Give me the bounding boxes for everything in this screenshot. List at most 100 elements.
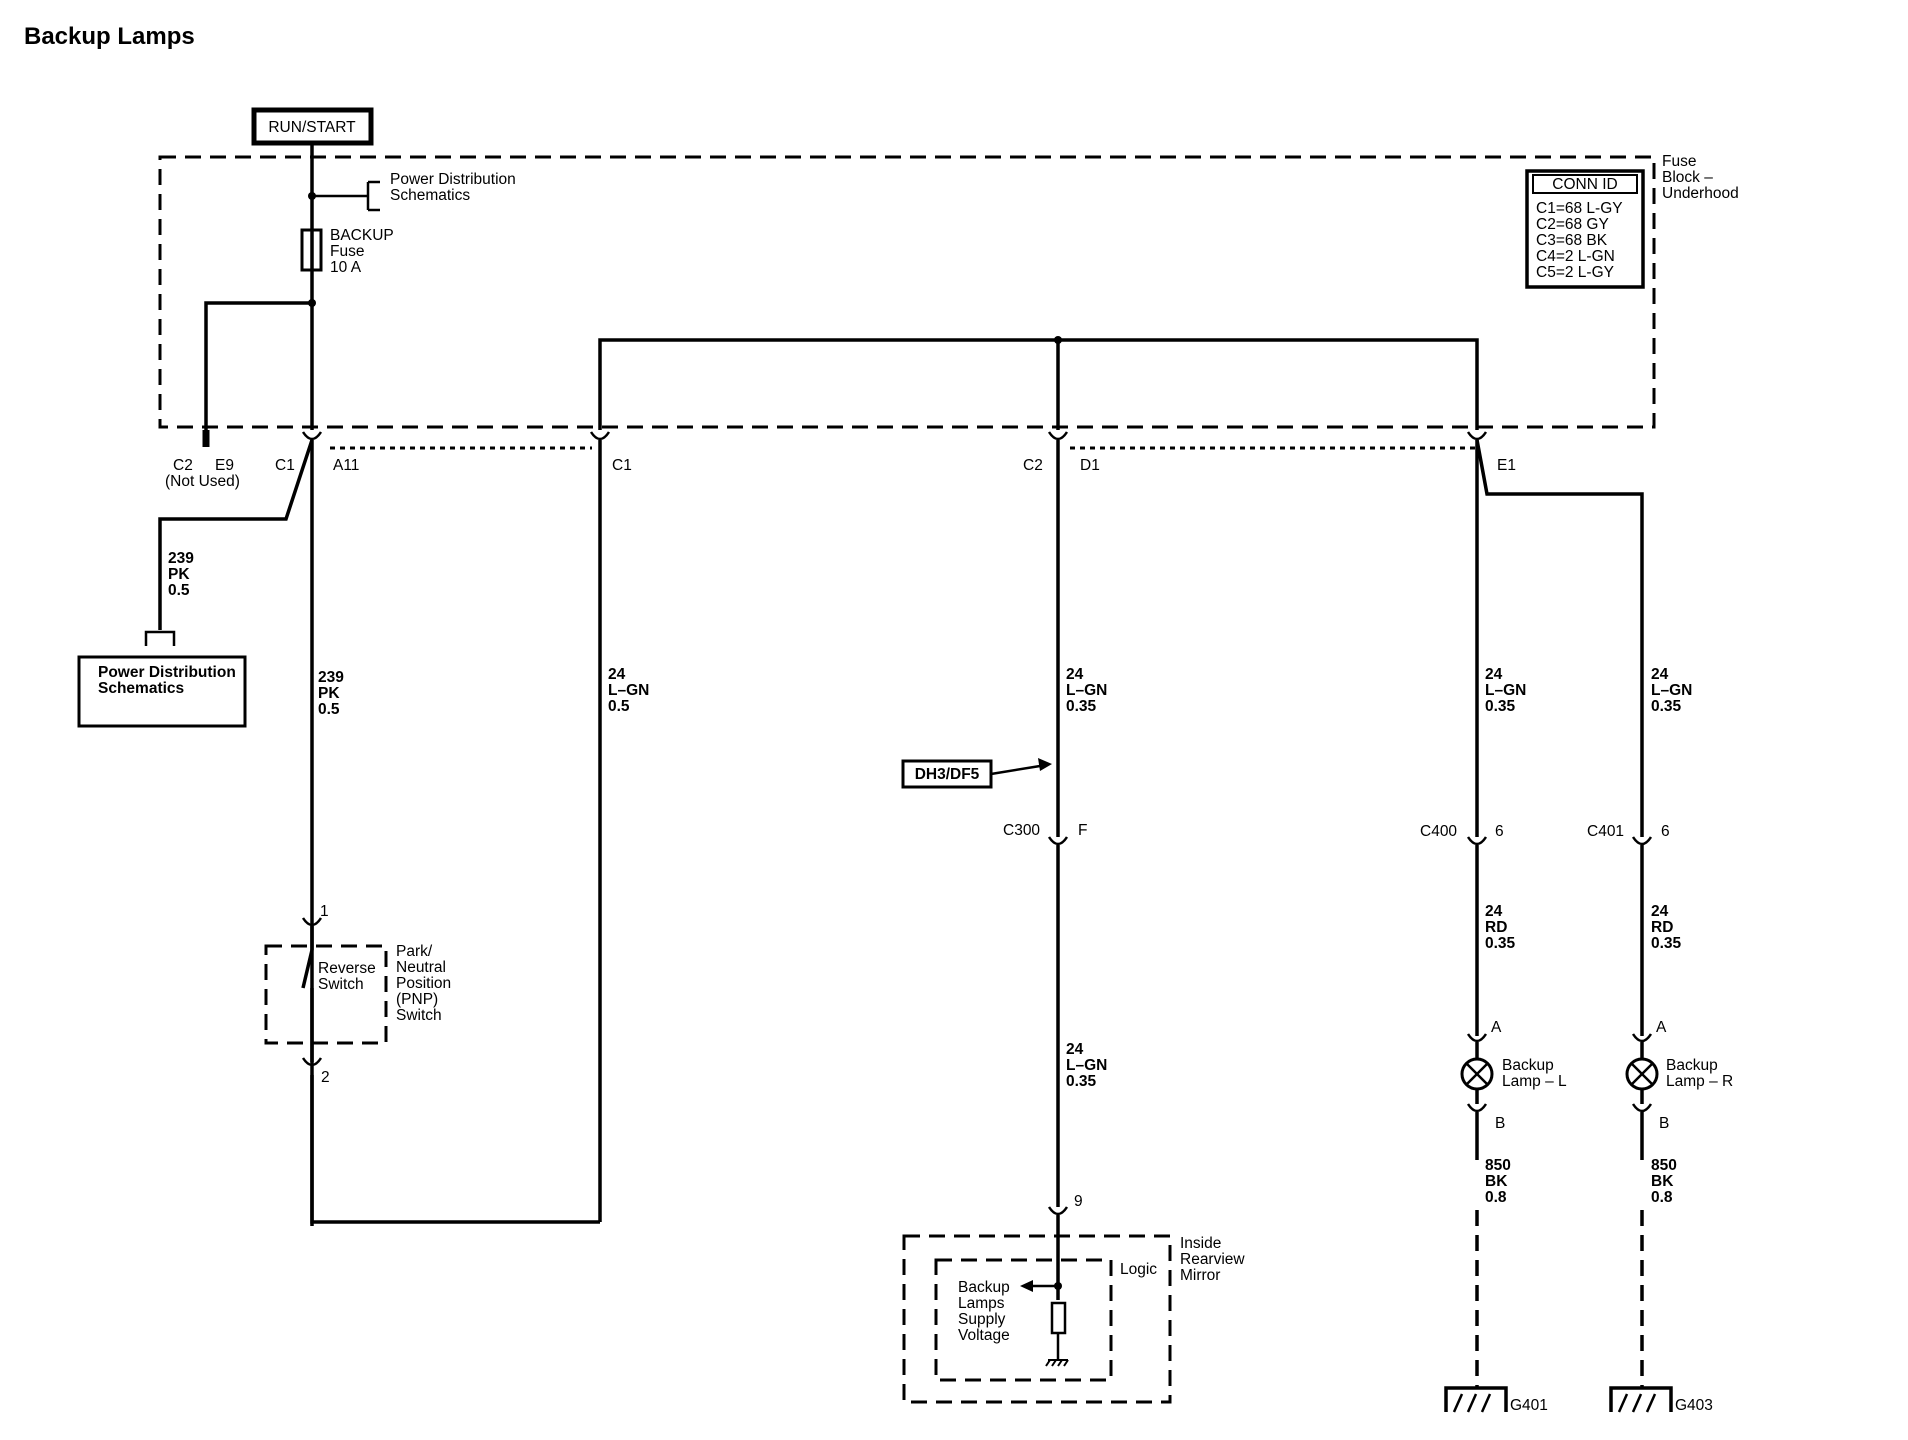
svg-text:0.8: 0.8: [1485, 1189, 1507, 1206]
svg-text:24: 24: [1651, 903, 1669, 920]
svg-text:Lamps: Lamps: [958, 1295, 1005, 1312]
svg-text:Backup: Backup: [1502, 1057, 1554, 1074]
svg-text:C300: C300: [1003, 822, 1040, 839]
svg-text:BK: BK: [1651, 1173, 1674, 1190]
option-tag: DH3/DF5: [901, 758, 1052, 789]
backup-fuse: [300, 228, 323, 430]
svg-text:Position: Position: [396, 975, 451, 992]
fuse-block-label: Fuse Block – Underhood: [1662, 153, 1739, 202]
svg-text:(Not Used): (Not Used): [165, 473, 240, 490]
wire-24-mirror-label: 24 L–GN 0.35: [1066, 1041, 1107, 1090]
svg-text:L–GN: L–GN: [1651, 682, 1692, 699]
c1-right-label: C1: [612, 457, 632, 474]
svg-text:E1: E1: [1497, 457, 1516, 474]
svg-text:L–GN: L–GN: [1066, 682, 1107, 699]
c400-connector: C400 6: [1420, 823, 1504, 1036]
wire-24-rd-r-label: 24 RD 0.35: [1651, 903, 1682, 952]
svg-text:6: 6: [1661, 823, 1670, 840]
svg-text:0.5: 0.5: [318, 701, 340, 718]
fuse-block-outline: [158, 155, 1656, 429]
svg-text:RD: RD: [1651, 919, 1673, 936]
pnp-pin-1: 1: [320, 903, 329, 920]
svg-text:A11: A11: [333, 457, 359, 474]
svg-text:RD: RD: [1485, 919, 1507, 936]
svg-text:Fuse: Fuse: [330, 243, 364, 260]
svg-text:6: 6: [1495, 823, 1504, 840]
svg-text:Mirror: Mirror: [1180, 1267, 1220, 1284]
e1-connector: E1: [1466, 431, 1644, 837]
inside-rearview-mirror: 9 Logic Backup Lamps Supply Voltage: [902, 1193, 1172, 1404]
inside-rearview-mirror-label: Inside Rearview Mirror: [1180, 1235, 1245, 1284]
svg-text:Lamp – L: Lamp – L: [1502, 1073, 1567, 1090]
svg-text:Schematics: Schematics: [390, 187, 470, 204]
svg-text:Reverse: Reverse: [318, 960, 376, 977]
svg-text:Fuse: Fuse: [1662, 153, 1696, 170]
conn-id-row: C5=2 L-GY: [1536, 264, 1614, 281]
svg-text:Voltage: Voltage: [958, 1327, 1010, 1344]
pnp-switch-label: Park/ Neutral Position (PNP) Switch: [396, 943, 451, 1024]
svg-text:24: 24: [1066, 1041, 1084, 1058]
wire-850-r-label: 850 BK 0.8: [1651, 1157, 1677, 1206]
svg-text:0.35: 0.35: [1485, 698, 1516, 715]
svg-text:(PNP): (PNP): [396, 991, 438, 1008]
pds-box: Power Distribution Schematics: [77, 630, 247, 728]
backup-lamp-left: A B Backup Lamp – L: [1460, 1019, 1567, 1160]
svg-text:850: 850: [1651, 1157, 1677, 1174]
svg-text:239: 239: [168, 550, 194, 567]
pnp-switch: 1 2 Reverse Switch: [264, 903, 388, 1086]
svg-text:Power Distribution: Power Distribution: [98, 664, 236, 681]
wire-239-main-label: 239 PK 0.5: [318, 669, 344, 718]
lamp-r-pin-a: A: [1656, 1019, 1667, 1036]
svg-text:24: 24: [1651, 666, 1669, 683]
lamp-l-pin-a: A: [1491, 1019, 1502, 1036]
svg-text:0.35: 0.35: [1651, 935, 1682, 952]
svg-text:E9: E9: [215, 457, 234, 474]
svg-text:24: 24: [608, 666, 626, 683]
svg-text:Switch: Switch: [396, 1007, 442, 1024]
conn-id-header: CONN ID: [1552, 176, 1617, 193]
fuse-feed-wire: [308, 143, 380, 230]
svg-text:Park/: Park/: [396, 943, 433, 960]
svg-text:Backup: Backup: [1666, 1057, 1718, 1074]
wire-239-left-label: 239 PK 0.5: [168, 550, 194, 599]
svg-text:24: 24: [1485, 666, 1503, 683]
c300-connector: C300 F: [1003, 822, 1087, 1207]
run-start-power-source: RUN/START: [251, 107, 374, 146]
svg-text:24: 24: [1485, 903, 1503, 920]
svg-text:PK: PK: [168, 566, 190, 583]
conn-id-row: C3=68 BK: [1536, 232, 1608, 249]
svg-text:0.5: 0.5: [168, 582, 190, 599]
svg-text:C2: C2: [1023, 457, 1043, 474]
conn-id-row: C1=68 L-GY: [1536, 200, 1623, 217]
mirror-logic-label: Logic: [1120, 1261, 1157, 1278]
svg-text:G401: G401: [1510, 1397, 1548, 1414]
svg-text:Block –: Block –: [1662, 169, 1713, 186]
mirror-pin-9: 9: [1074, 1193, 1083, 1210]
page-title: Backup Lamps: [24, 23, 195, 50]
svg-text:C2: C2: [173, 457, 193, 474]
svg-text:Neutral: Neutral: [396, 959, 446, 976]
svg-text:C1: C1: [275, 457, 295, 474]
svg-text:Lamp – R: Lamp – R: [1666, 1073, 1733, 1090]
svg-text:L–GN: L–GN: [1485, 682, 1526, 699]
run-start-label: RUN/START: [268, 119, 356, 136]
lamp-l-pin-b: B: [1495, 1115, 1505, 1132]
c1-a11-label: C1 A11: [275, 457, 359, 474]
svg-text:Underhood: Underhood: [1662, 185, 1739, 202]
wire-24-d1-label: 24 L–GN 0.35: [1066, 666, 1107, 715]
svg-text:Rearview: Rearview: [1180, 1251, 1245, 1268]
svg-text:24: 24: [1066, 666, 1084, 683]
svg-text:C401: C401: [1587, 823, 1624, 840]
svg-text:L–GN: L–GN: [608, 682, 649, 699]
svg-text:0.35: 0.35: [1066, 1073, 1097, 1090]
svg-text:239: 239: [318, 669, 344, 686]
svg-text:Schematics: Schematics: [98, 680, 184, 697]
wire-24-rd-l-label: 24 RD 0.35: [1485, 903, 1516, 952]
wire-24-e1b-label: 24 L–GN 0.35: [1651, 666, 1692, 715]
svg-text:Supply: Supply: [958, 1311, 1006, 1328]
pnp-pin-2: 2: [321, 1069, 330, 1086]
svg-text:850: 850: [1485, 1157, 1511, 1174]
conn-id-row: C4=2 L-GN: [1536, 248, 1615, 265]
e9-branch-wire: [202, 301, 312, 447]
